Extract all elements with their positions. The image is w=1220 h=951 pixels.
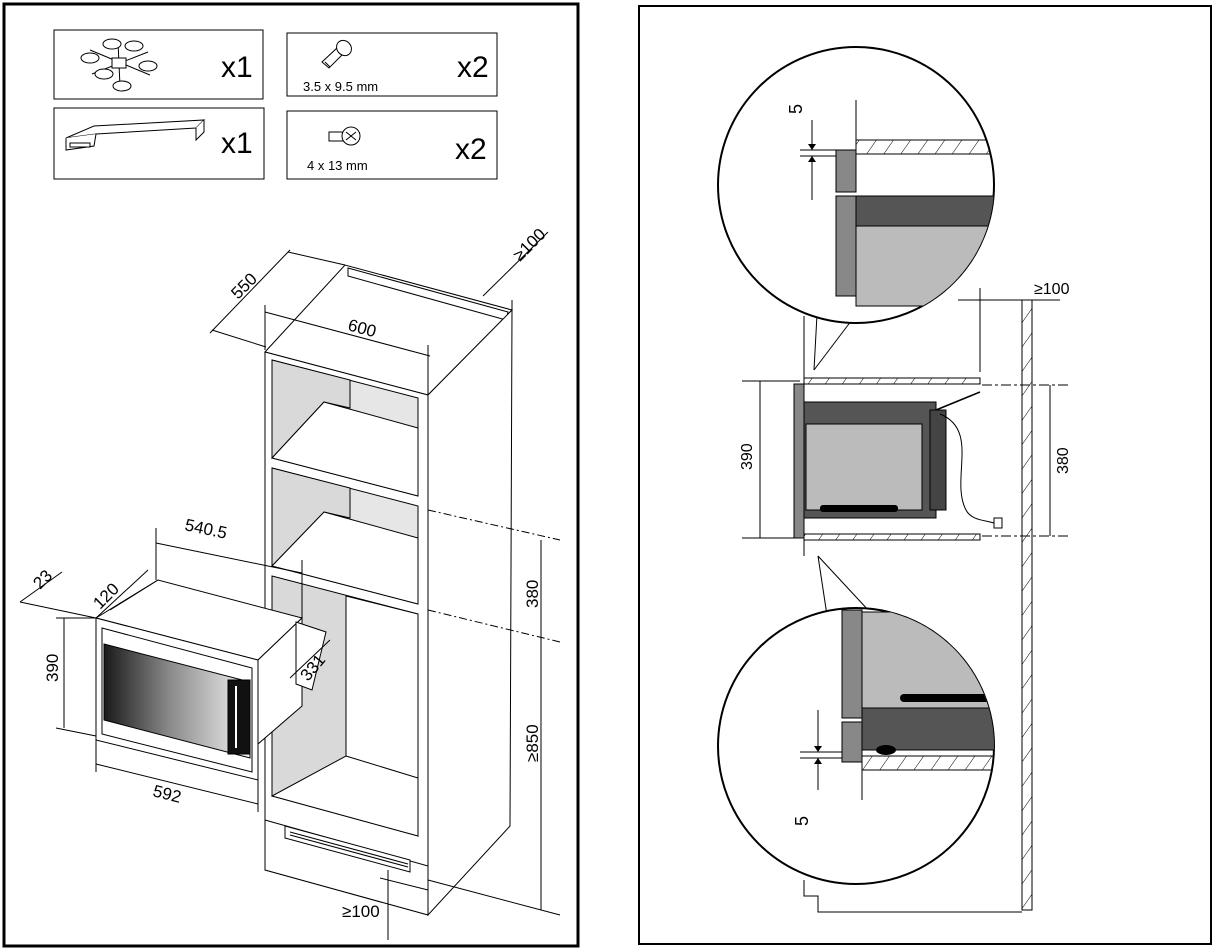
rear-wall bbox=[1021, 299, 1033, 911]
qty-screw-large: x2 bbox=[455, 133, 487, 166]
detail-bottom-callout: 5 bbox=[717, 607, 995, 885]
qty-bracket: x1 bbox=[221, 51, 253, 84]
qty-frame-strip: x1 bbox=[221, 127, 253, 160]
right-panel: 390 380 ≥100 5 bbox=[638, 5, 1212, 945]
dim-rear-gap: ≥100 bbox=[1034, 281, 1070, 298]
microwave-oven bbox=[94, 579, 327, 781]
qty-screw-small: x2 bbox=[457, 51, 489, 84]
detail-top-callout: 5 bbox=[717, 46, 995, 324]
dim-niche-380: 380 bbox=[523, 580, 542, 608]
right-dimension-labels: 390 380 ≥100 bbox=[739, 281, 1072, 474]
parts-box-frame-strip: x1 bbox=[53, 107, 265, 180]
left-dimension-lines bbox=[19, 231, 561, 940]
dim-top-gap: ≥100 bbox=[509, 225, 549, 265]
dim-height-390: 390 bbox=[43, 654, 62, 682]
parts-box-screw-large: 4 x 13 mm x2 bbox=[286, 110, 498, 180]
phillips-screw-icon bbox=[328, 126, 361, 146]
dim-top-detail: 5 bbox=[786, 104, 806, 114]
left-panel: x1 3.5 x 9.5 mm x2 x1 bbox=[2, 2, 580, 948]
dim-floor-850: ≥850 bbox=[523, 724, 542, 762]
dim-niche-depth: 540.5 bbox=[183, 515, 229, 542]
oven-side-view bbox=[793, 383, 1003, 539]
bracket-spider-icon bbox=[80, 38, 158, 92]
parts-box-screw-small: 3.5 x 9.5 mm x2 bbox=[286, 32, 498, 97]
parts-box-bracket: x1 bbox=[53, 29, 264, 100]
screw-icon bbox=[321, 39, 352, 69]
dim-frame-thick: 23 bbox=[29, 566, 56, 593]
dim-niche-380-right: 380 bbox=[1055, 447, 1072, 474]
dim-bottom-detail: 5 bbox=[792, 816, 812, 826]
screw-large-size: 4 x 13 mm bbox=[307, 158, 368, 173]
power-plug-icon bbox=[993, 517, 1003, 529]
dim-width-592: 592 bbox=[151, 781, 183, 806]
lower-shelf bbox=[803, 533, 981, 541]
dim-depth-550: 550 bbox=[227, 269, 260, 302]
upper-shelf bbox=[803, 377, 981, 385]
screw-small-size: 3.5 x 9.5 mm bbox=[303, 79, 378, 94]
frame-strip-icon bbox=[65, 119, 206, 151]
dim-oven-390: 390 bbox=[739, 443, 756, 470]
dim-bottom-gap: ≥100 bbox=[342, 902, 380, 921]
